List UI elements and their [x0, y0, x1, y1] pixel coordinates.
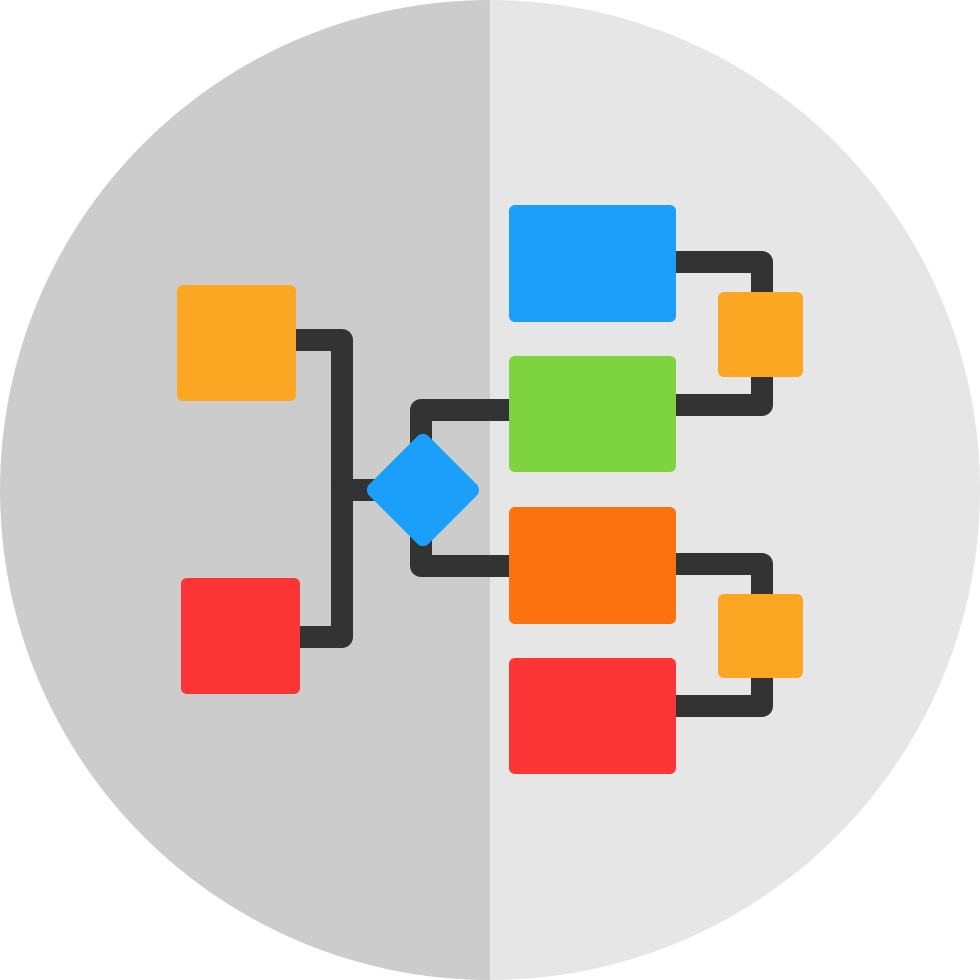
right-block-2: [509, 356, 676, 472]
right-block-4: [509, 658, 676, 774]
right-block-1: [509, 205, 676, 322]
left-top-square: [177, 285, 296, 401]
background-right-half: [490, 0, 980, 980]
right-small-square-bottom: [718, 594, 803, 678]
right-small-square-top: [718, 292, 803, 377]
decision-diamond: [366, 433, 480, 547]
left-bottom-square: [181, 578, 300, 694]
right-block-3: [509, 507, 676, 624]
